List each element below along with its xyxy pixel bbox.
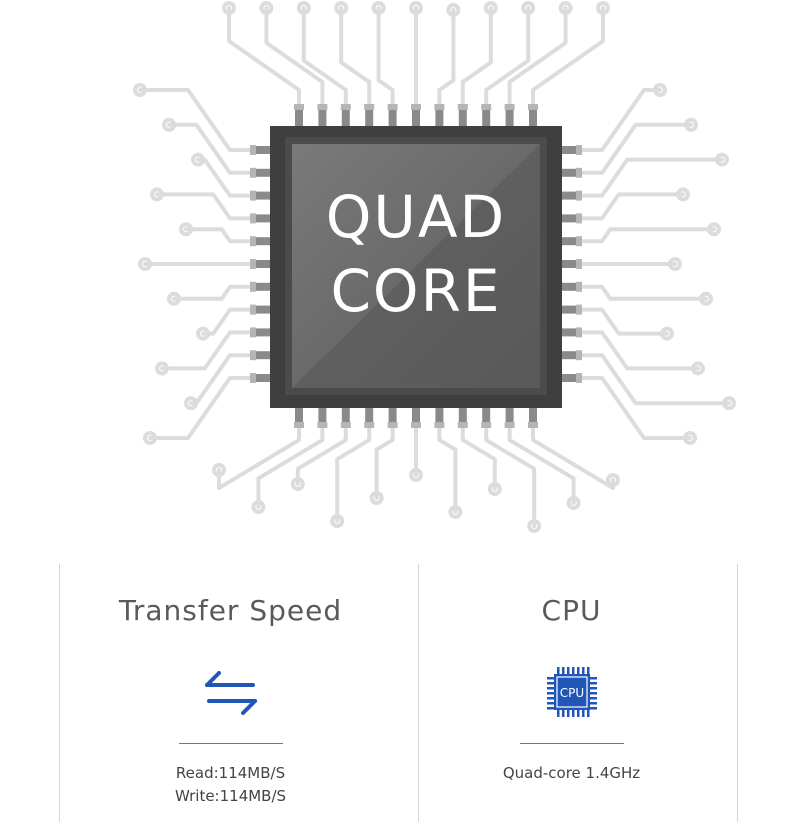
spec-panel: Transfer Speed Read:114MB/S Write:114MB/… <box>0 560 799 826</box>
divider <box>418 564 419 822</box>
chip-label-line-2: CORE <box>330 257 502 325</box>
divider <box>737 564 738 822</box>
chip-label-line-1: QUAD <box>325 183 507 251</box>
spec-cpu-detail: Quad-core 1.4GHz <box>502 764 641 782</box>
chip-pins <box>250 104 582 428</box>
chip-body <box>270 126 562 408</box>
cpu-icon-label: CPU <box>559 686 583 700</box>
hero-banner: QUAD CORE <box>133 1 736 533</box>
cpu-chip-icon: CPU <box>542 662 602 722</box>
spec-write-speed: Write:114MB/S <box>174 787 287 805</box>
transfer-arrows-icon <box>201 662 261 722</box>
spec-read-speed: Read:114MB/S <box>175 764 286 782</box>
circuit-chip-illustration <box>133 1 736 533</box>
chip-label: QUAD CORE <box>285 180 547 328</box>
title-underline <box>178 743 283 744</box>
title-underline <box>519 743 624 744</box>
spec-title: CPU <box>541 594 602 627</box>
spec-cpu: CPU CPU Quad-core 1.4GHz <box>393 560 750 826</box>
spec-title: Transfer Speed <box>118 594 343 627</box>
spec-transfer-speed: Transfer Speed Read:114MB/S Write:114MB/… <box>52 560 409 826</box>
divider <box>59 564 60 822</box>
